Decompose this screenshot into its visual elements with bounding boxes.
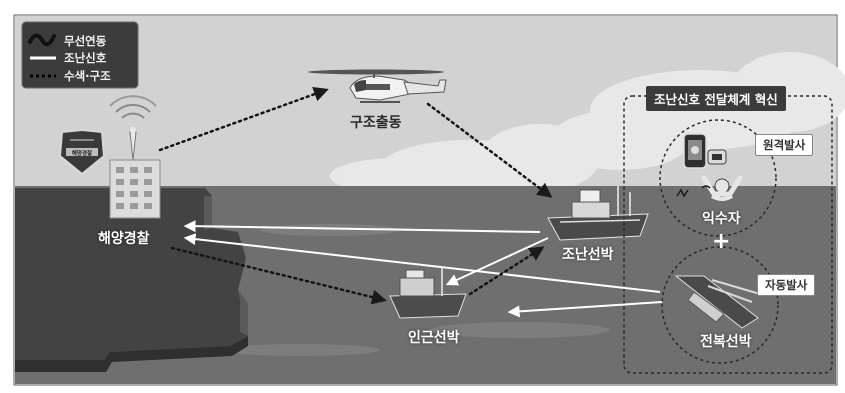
- drowning-person-icon: [701, 175, 743, 201]
- innovation-title: 조난신호 전달체계 혁신: [646, 86, 786, 111]
- auto-circle: [661, 246, 779, 364]
- label-helicopter: 구조출동: [350, 115, 402, 131]
- rescue-nearby-to-distress: [468, 246, 545, 296]
- rescue-police-to-heli: [158, 87, 329, 152]
- remote-launch-tag: 원격발사: [755, 134, 814, 156]
- auto-launch-tag: 자동발사: [757, 274, 816, 296]
- wearable-icon: [707, 149, 727, 165]
- signal-capsized-to-nearby: [507, 301, 663, 318]
- distress-signal-arrows: [183, 220, 663, 318]
- signal-capsized-to-police: [183, 233, 661, 293]
- remote-circle: [659, 119, 777, 237]
- label-police: 해양경찰: [98, 231, 150, 247]
- legend-zigzag-icon: [28, 33, 56, 47]
- rescue-heli-to-distress: [426, 102, 553, 198]
- nearby-ship-icon: [389, 268, 467, 319]
- distress-ship-icon: [547, 184, 649, 241]
- signal-distress-to-nearby: [445, 237, 549, 286]
- outer-frame: [13, 14, 838, 386]
- capsized-ship-icon: [674, 275, 761, 329]
- label-capsized-ship: 전복선박: [700, 334, 752, 350]
- helicopter-icon: [308, 69, 447, 103]
- label-distress-ship: 조난선박: [562, 247, 614, 263]
- sea-waves: [220, 224, 610, 356]
- label-drowning-person: 익수자: [702, 211, 741, 227]
- wireless-link-icon: [676, 188, 689, 198]
- plus-icon: +: [712, 229, 731, 254]
- label-nearby-ship: 인근선박: [408, 330, 460, 346]
- rescue-arrows: [158, 87, 553, 305]
- legend-label-wireless: 무선연동: [64, 34, 107, 48]
- rescue-police-to-nearby: [170, 246, 387, 305]
- signal-distress-to-police: [183, 220, 541, 233]
- police-building: [109, 95, 161, 219]
- legend-label-rescue: 수색·구조: [64, 69, 111, 83]
- police-badge-icon: [58, 128, 106, 176]
- police-badge-text: 해양경찰: [72, 149, 92, 157]
- legend-label-distress: 조난신호: [64, 51, 107, 65]
- smartphone-icon: [683, 133, 707, 169]
